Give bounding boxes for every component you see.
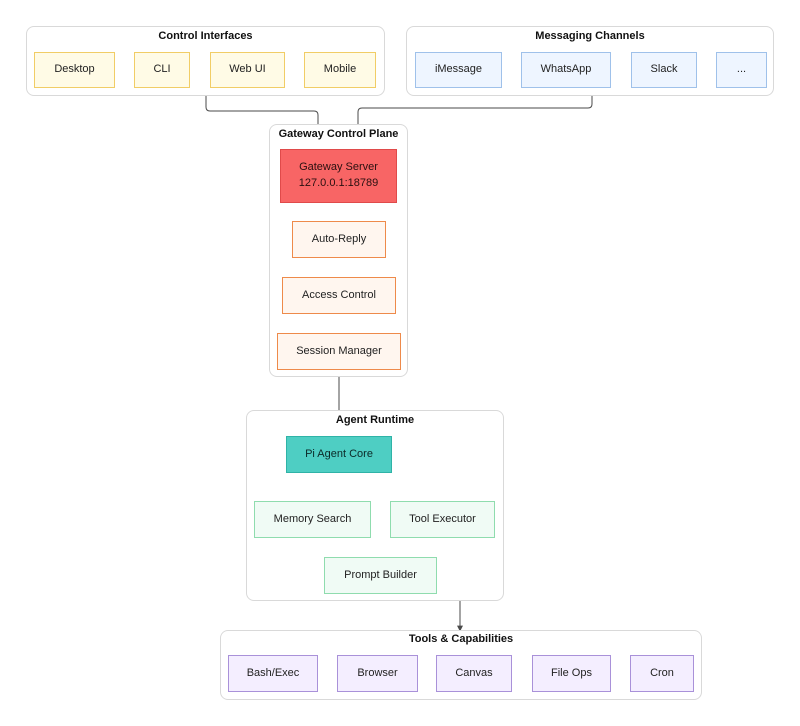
node-slack[interactable]: Slack — [631, 52, 697, 88]
node-web-ui[interactable]: Web UI — [210, 52, 285, 88]
node-browser[interactable]: Browser — [337, 655, 418, 692]
edge-messaging-to-gateway — [355, 96, 593, 149]
group-title-control-interfaces: Control Interfaces — [158, 30, 253, 42]
node-session-manager[interactable]: Session Manager — [277, 333, 401, 370]
node-auto-reply[interactable]: Auto-Reply — [292, 221, 386, 258]
edge-control-to-gateway — [205, 96, 321, 149]
group-title-gateway-control-plane: Gateway Control Plane — [278, 128, 399, 140]
node-file-ops[interactable]: File Ops — [532, 655, 611, 692]
node-cron[interactable]: Cron — [630, 655, 694, 692]
group-title-tools-capabilities: Tools & Capabilities — [408, 633, 514, 645]
node-mobile[interactable]: Mobile — [304, 52, 376, 88]
node-imessage[interactable]: iMessage — [415, 52, 502, 88]
node-access-control[interactable]: Access Control — [282, 277, 396, 314]
group-title-messaging-channels: Messaging Channels — [535, 30, 645, 42]
node-bash-exec[interactable]: Bash/Exec — [228, 655, 318, 692]
node-cli[interactable]: CLI — [134, 52, 190, 88]
node-desktop[interactable]: Desktop — [34, 52, 115, 88]
node-memory-search[interactable]: Memory Search — [254, 501, 371, 538]
node-pi-agent-core[interactable]: Pi Agent Core — [286, 436, 392, 473]
node-canvas[interactable]: Canvas — [436, 655, 512, 692]
node-more-channels[interactable]: ... — [716, 52, 767, 88]
node-prompt-builder[interactable]: Prompt Builder — [324, 557, 437, 594]
node-tool-executor[interactable]: Tool Executor — [390, 501, 495, 538]
group-title-agent-runtime: Agent Runtime — [335, 414, 415, 426]
node-gateway-server[interactable]: Gateway Server 127.0.0.1:18789 — [280, 149, 397, 203]
node-whatsapp[interactable]: WhatsApp — [521, 52, 611, 88]
